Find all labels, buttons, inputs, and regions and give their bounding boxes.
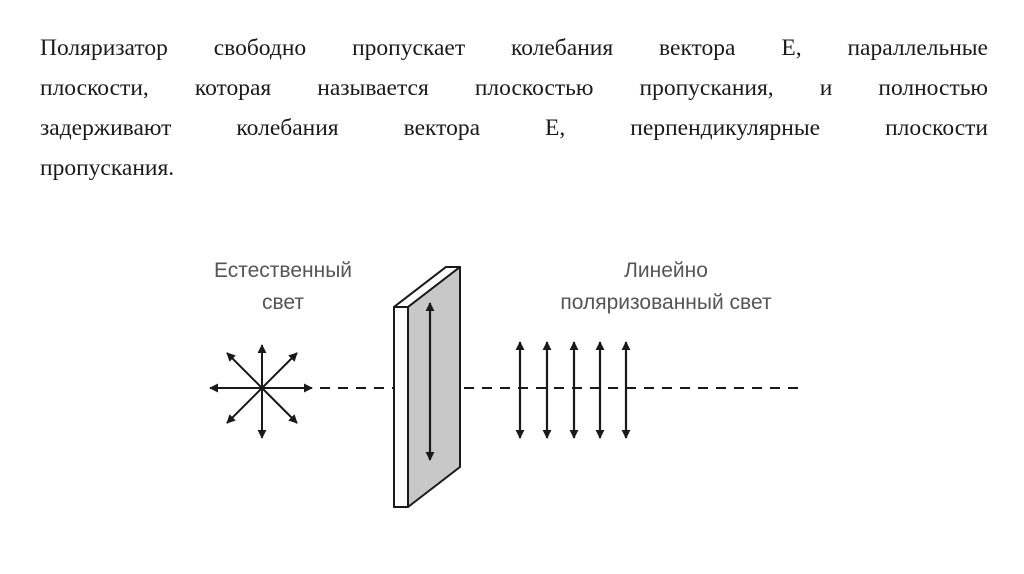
natural-light-label-line-1: Естественный [214, 259, 352, 282]
description-paragraph: Поляризатор свободно пропускает колебани… [40, 28, 988, 188]
polarized-light-label-line-2: поляризованный свет [560, 291, 772, 314]
natural-arrow-up-left [226, 352, 263, 389]
polarizer-plate [393, 266, 461, 508]
description-line-1: Поляризатор свободно пропускает колебани… [40, 35, 988, 61]
natural-light-star [209, 344, 313, 439]
polarized-light-arrows [515, 341, 631, 439]
natural-light-label-line-2: свет [262, 291, 304, 314]
description-line-4: пропускания. [40, 155, 175, 181]
polarizer-edge [393, 306, 409, 508]
natural-arrow-down-right [261, 387, 298, 424]
polarized-light-label-line-1: Линейно [624, 259, 708, 282]
natural-arrow-down-left [226, 387, 263, 424]
description-line-3: задерживают колебания вектора E, перпенд… [40, 115, 988, 141]
description-line-2: плоскости, которая называется плоскостью… [40, 75, 988, 101]
natural-arrow-up-right [261, 352, 298, 389]
polarizer-front [407, 266, 461, 508]
